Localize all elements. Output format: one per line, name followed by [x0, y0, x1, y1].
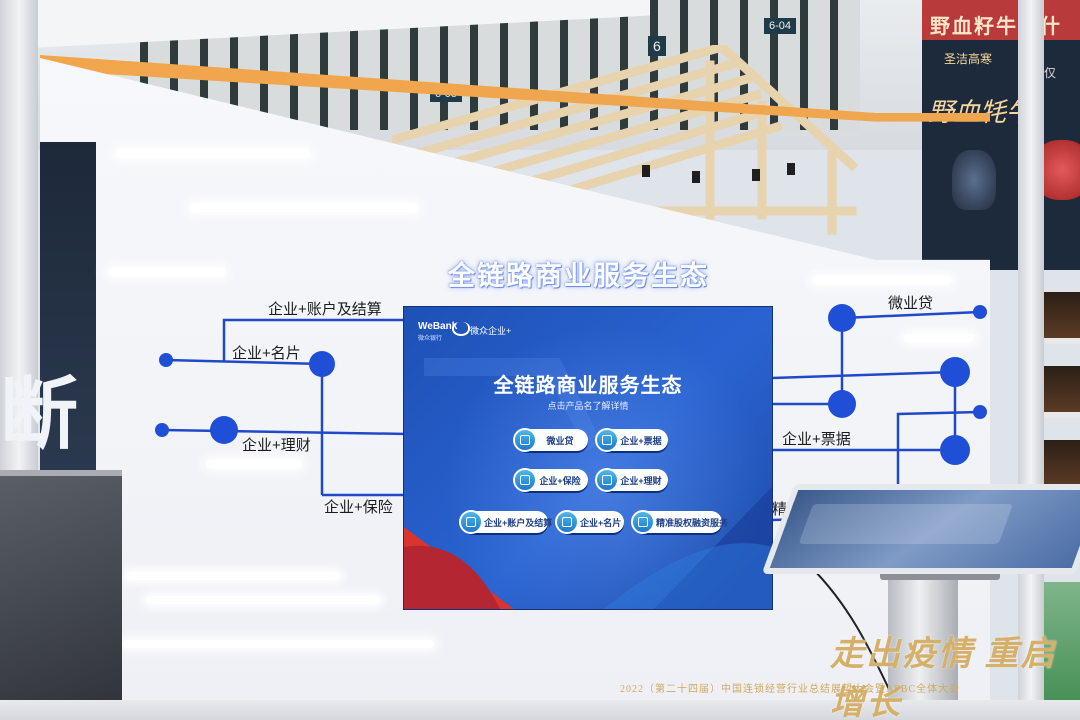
product-button-icon — [459, 510, 483, 534]
kiosk-screen-content — [798, 504, 1014, 544]
light-strip — [904, 334, 974, 342]
network-node — [155, 423, 169, 437]
screen-title: 全链路商业服务生态 — [493, 375, 683, 397]
light-strip — [812, 276, 952, 284]
network-node — [973, 405, 987, 419]
product-button-equity-financing[interactable]: 精准股权融资服务 — [631, 510, 728, 534]
network-node — [210, 416, 238, 444]
weizhong-qiye-logo-text: 微众企业+ — [470, 326, 512, 336]
product-button-insurance[interactable]: 企业+保险 — [513, 468, 588, 492]
light-strip — [122, 640, 434, 648]
branch-label-account-settlement: 企业+账户及结算 — [268, 301, 382, 318]
foreground-counter — [0, 476, 122, 720]
poster-booth: 野血籽牛是什 圣洁高寒 每年仅 野血牦牛 — [922, 0, 1080, 270]
product-shelf — [1040, 366, 1080, 418]
display-screen: WeBank 微众银行 微众企业+ 全链路商业服务生态 点击产品名了解详情 微业… — [404, 307, 772, 609]
branch-label-micro-loan: 微业贷 — [888, 295, 934, 312]
webank-logo-subtitle: 微众银行 — [418, 336, 443, 342]
hall-sign: 6 — [648, 36, 666, 56]
light-strip — [108, 268, 226, 276]
floor — [0, 700, 1080, 720]
kiosk-touchscreen[interactable] — [761, 484, 1080, 574]
branch-label-wealth: 企业+理财 — [242, 437, 311, 454]
weizhong-qiye-logo-icon — [452, 322, 470, 336]
screen-background-shapes — [404, 358, 772, 609]
network-node — [940, 435, 970, 465]
screen-subtitle: 点击产品名了解详情 — [547, 401, 629, 411]
light-strip — [116, 150, 310, 158]
product-button-icon — [555, 510, 579, 534]
product-button-icon — [513, 428, 537, 452]
wall-partial-glyph: 断 — [0, 370, 78, 458]
pillar-right — [1018, 0, 1044, 720]
network-node — [309, 351, 335, 377]
product-button-icon — [595, 428, 619, 452]
network-node — [828, 390, 856, 418]
event-slogan: 走出疫情 重启增长 — [830, 636, 1057, 720]
product-button-icon — [631, 510, 655, 534]
network-node — [159, 353, 173, 367]
branch-label-insurance: 企业+保险 — [324, 499, 393, 516]
network-node — [973, 305, 987, 319]
yak-illustration — [952, 150, 996, 210]
poster-brand: 野血牦牛 — [928, 98, 1033, 127]
light-strip — [206, 460, 302, 468]
green-display — [1038, 582, 1080, 720]
product-button-icon — [513, 468, 537, 492]
product-button-icon — [595, 468, 619, 492]
product-button-micro-loan[interactable]: 微业贷 — [513, 428, 588, 452]
event-name: 2022（第二十四届）中国连锁经营行业总结展望大会暨AFBC全体大会 — [620, 684, 961, 695]
branch-label-business-card: 企业+名片 — [232, 345, 301, 362]
product-button-wealth[interactable]: 企业+理财 — [595, 468, 668, 492]
light-strip — [190, 204, 418, 212]
product-button-business-card[interactable]: 企业+名片 — [555, 510, 624, 534]
network-node — [940, 357, 970, 387]
product-button-bills[interactable]: 企业+票据 — [595, 428, 668, 452]
light-strip — [146, 596, 380, 604]
product-shelf — [1040, 292, 1080, 344]
wall-title: 全链路商业服务生态 — [448, 261, 709, 291]
webank-logo-icon: WeBank — [418, 321, 458, 332]
light-strip — [126, 572, 340, 580]
hall-sign: 6-04 — [764, 18, 797, 34]
product-button-account-settlement[interactable]: 企业+账户及结算 — [459, 510, 552, 534]
wall-dark-panel — [40, 142, 96, 472]
poster-subtitle: 圣洁高寒 — [944, 52, 993, 66]
branch-label-bills: 企业+票据 — [782, 431, 851, 448]
kiosk-cable — [809, 565, 897, 705]
kiosk-stand — [888, 572, 958, 720]
network-node — [828, 304, 856, 332]
